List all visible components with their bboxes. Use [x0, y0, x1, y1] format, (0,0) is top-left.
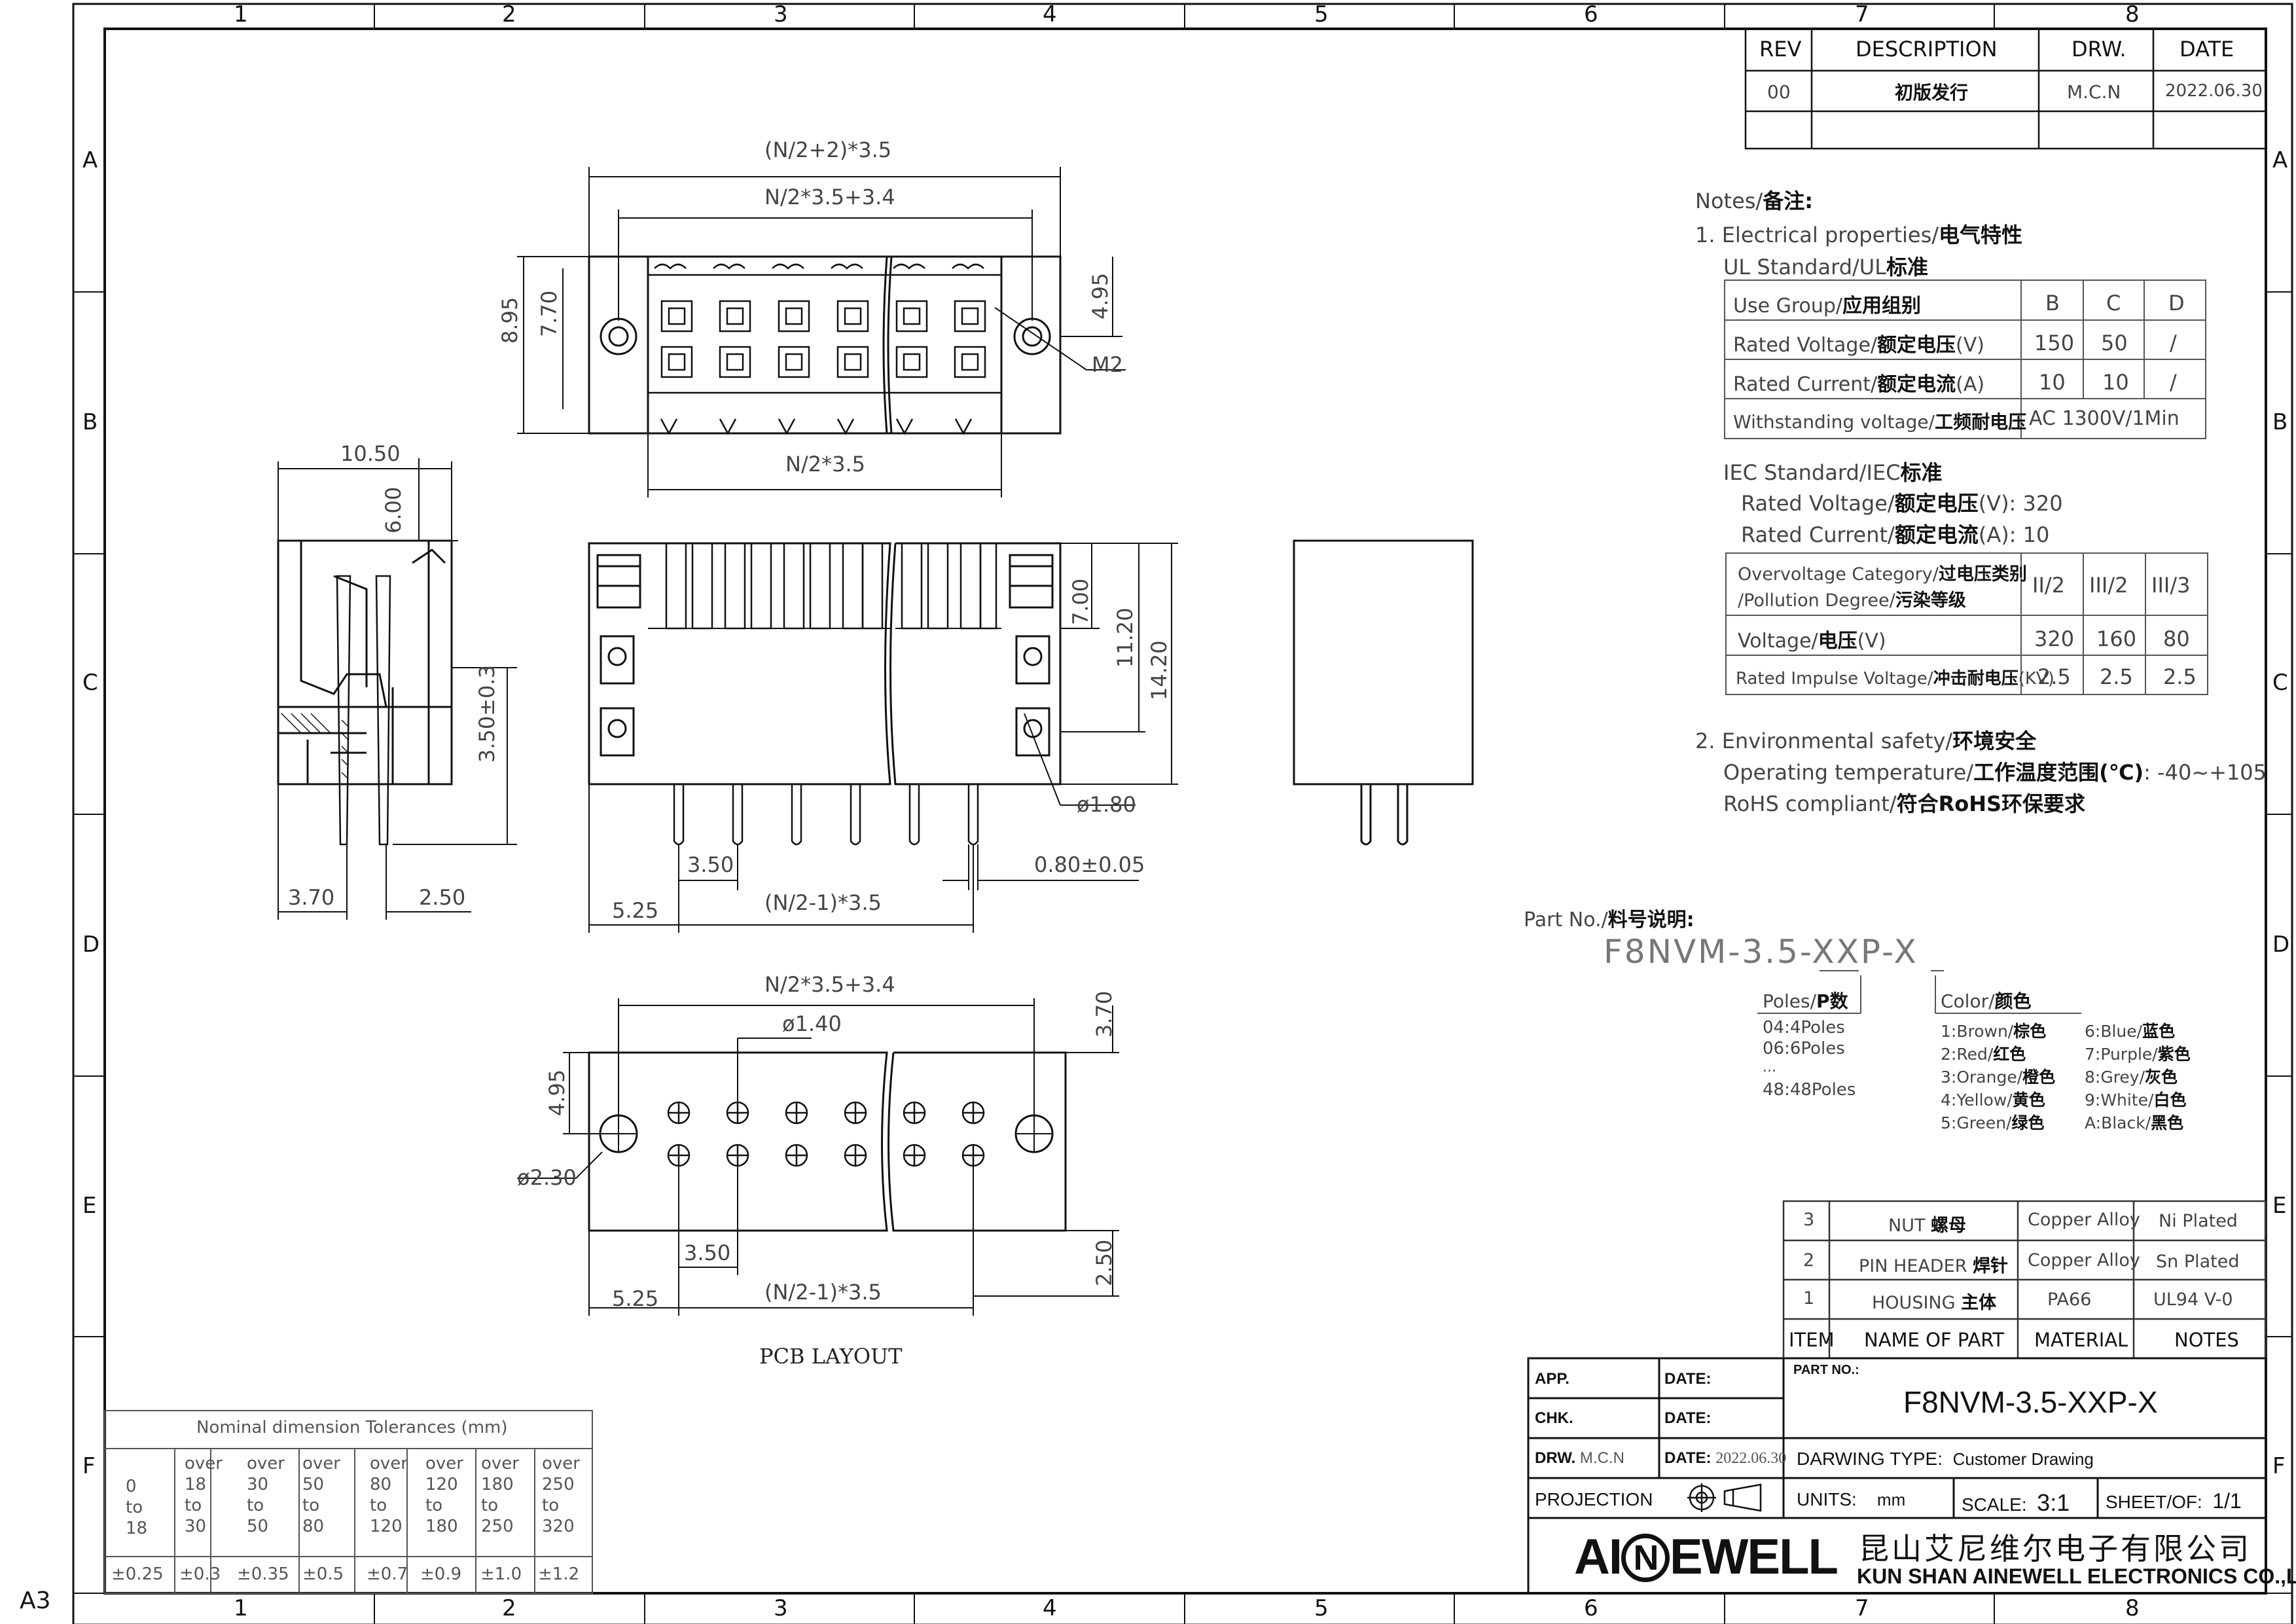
front-view-dims: [588, 543, 1178, 933]
side-view: [277, 539, 453, 846]
top-view: [588, 255, 1062, 435]
front-view: [588, 542, 1062, 846]
top-view-dims: [517, 167, 1126, 497]
part-code-leaders: [1757, 970, 2081, 1014]
pcb-dims: [517, 998, 1119, 1316]
bom-table-grid: [1782, 1200, 2267, 1360]
tolerance-table-grid: [104, 1410, 593, 1594]
revision-table-grid: [1744, 27, 2267, 150]
side-view-dims: [278, 458, 517, 920]
projection-symbol: [1687, 1483, 1762, 1512]
pcb-layout: [588, 1051, 1067, 1232]
outer-border: [72, 3, 2293, 1624]
title-block-grid: [1527, 1357, 2267, 1595]
iec-table-grid: [1725, 552, 2208, 695]
column-ticks: [73, 4, 2292, 1624]
end-view: [1293, 539, 1474, 846]
ul-table-grid: [1724, 280, 2206, 439]
